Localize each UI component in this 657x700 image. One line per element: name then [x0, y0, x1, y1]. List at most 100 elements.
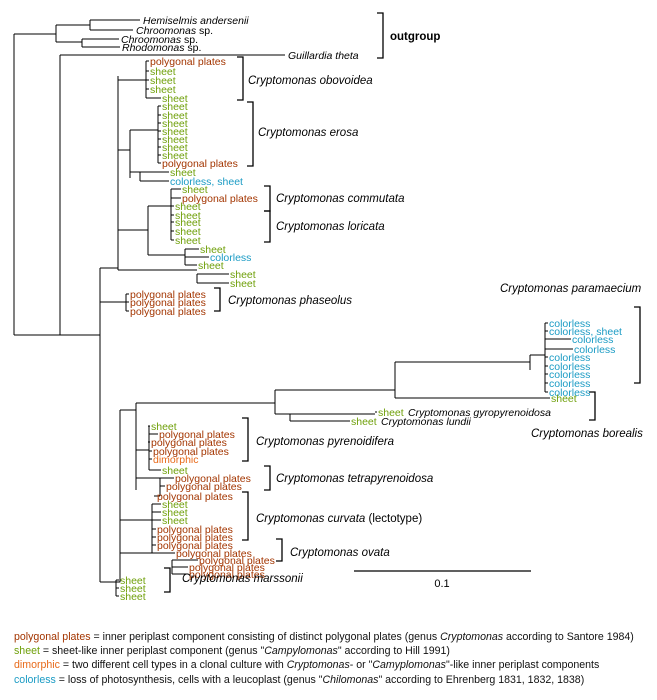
- legend-genus-colorless: Chilomonas: [322, 673, 379, 686]
- tip-label-sheet: sheet: [162, 515, 188, 527]
- tip-label-colorless: colorless: [549, 387, 590, 399]
- tip-label-polygonal: polygonal plates: [157, 540, 233, 552]
- tip-label-colorless: colorless: [549, 378, 590, 390]
- tip-label-sheet: sheet: [182, 184, 208, 196]
- tip-label-sheet: sheet: [150, 66, 176, 78]
- legend-row-dimorphic: dimorphic = two different cell types in …: [14, 658, 654, 672]
- legend-source-sheet: " according to Hill 1991): [337, 645, 450, 658]
- outgroup-label: outgroup: [390, 31, 440, 43]
- tip-label-polygonal: polygonal plates: [157, 532, 233, 544]
- outgroup-taxon: Chroomonas sp.: [136, 25, 213, 37]
- tip-label-sheet: sheet: [162, 101, 188, 113]
- legend-genus-sheet: Campylomonas: [264, 645, 338, 658]
- tip-label-sheet: sheet: [150, 84, 176, 96]
- tip-label-colorless: colorless: [574, 344, 615, 356]
- tip-label-sheet: sheet: [378, 407, 404, 419]
- legend-text-dimorphic: = two different cell types in a clonal c…: [59, 659, 287, 672]
- legend-row-colorless: colorless = loss of photosynthesis, cell…: [14, 673, 654, 687]
- tip-label-polygonal: polygonal plates: [176, 548, 252, 560]
- tip-label-sheet: sheet: [175, 235, 201, 247]
- bracket-clade: [164, 567, 171, 593]
- legend-genus-dimorphic: Cryptomonas: [286, 659, 350, 672]
- tip-label-sheet: sheet: [120, 575, 146, 587]
- clade-label: Cryptomonas loricata: [276, 221, 385, 233]
- clade-label: Cryptomonas phaseolus: [228, 295, 352, 307]
- tip-label-sheet: sheet: [175, 217, 201, 229]
- bracket-clade: [247, 101, 254, 167]
- tip-label-polygonal: polygonal plates: [150, 56, 226, 68]
- tip-label-colorless: colorless, sheet: [549, 326, 622, 338]
- tip-species-name: Cryptomonas gyropyrenoidosa: [408, 407, 551, 419]
- tip-label-sheet: sheet: [175, 201, 201, 213]
- clade-label: Cryptomonas commutata: [276, 193, 404, 205]
- tip-label-polygonal: polygonal plates: [151, 437, 227, 449]
- tip-label-sheet: sheet: [162, 142, 188, 154]
- bracket-clade: [264, 185, 271, 212]
- bracket-clade: [589, 391, 596, 421]
- tree-branches: [13, 19, 573, 597]
- legend-row-polygonal: polygonal plates = inner periplast compo…: [14, 630, 654, 644]
- tip-label-sheet: sheet: [162, 126, 188, 138]
- tip-label-sheet: sheet: [151, 421, 177, 433]
- tip-label-sheet: sheet: [162, 507, 188, 519]
- clade-label: Cryptomonas tetrapyrenoidosa: [276, 473, 433, 485]
- tip-label-sheet: sheet: [120, 583, 146, 595]
- tip-label-polygonal: polygonal plates: [153, 446, 229, 458]
- bracket-clade: [242, 491, 249, 541]
- legend: polygonal plates = inner periplast compo…: [14, 630, 654, 687]
- clade-label: Cryptomonas obovoidea: [248, 75, 373, 87]
- clade-label: Cryptomonas erosa: [258, 127, 358, 139]
- bracket-clade: [264, 210, 271, 243]
- clade-label: Cryptomonas curvata (lectotype): [256, 513, 422, 525]
- legend-genus2-dimorphic: Camyplomonas: [372, 659, 446, 672]
- tip-label-sheet: sheet: [170, 167, 196, 179]
- tip-label-polygonal: polygonal plates: [162, 158, 238, 170]
- tip-label-sheet: sheet: [351, 416, 377, 428]
- scale-bar: 0.1: [354, 570, 531, 590]
- clade-label: Cryptomonas marssonii: [182, 573, 303, 585]
- tip-label-colorless: colorless: [549, 361, 590, 373]
- tip-label-polygonal: polygonal plates: [175, 473, 251, 485]
- tip-label-sheet: sheet: [230, 278, 256, 290]
- legend-genus-polygonal: Cryptomonas: [440, 631, 504, 643]
- tip-label-polygonal: polygonal plates: [130, 297, 206, 309]
- outgroup-taxon: Chroomonas sp.: [121, 34, 198, 46]
- tip-label-sheet: sheet: [200, 244, 226, 256]
- tip-label-polygonal: polygonal plates: [130, 306, 206, 318]
- tip-label-colorless: colorless: [210, 252, 251, 264]
- legend-text-polygonal: = inner periplast component consisting o…: [90, 631, 441, 643]
- tip-label-sheet: sheet: [120, 591, 146, 603]
- tip-label-sheet: sheet: [162, 150, 188, 162]
- outgroup-taxon: Rhodomonas sp.: [122, 42, 201, 54]
- bracket-clade: [276, 538, 283, 562]
- legend-text-sheet: = sheet-like inner periplast component (…: [39, 645, 265, 658]
- bracket-clade: [237, 56, 244, 101]
- legend-text-colorless: = loss of photosynthesis, cells with a l…: [55, 673, 323, 686]
- tip-label-polygonal: polygonal plates: [166, 481, 242, 493]
- legend-mid-dimorphic: - or ": [349, 659, 373, 672]
- tip-label-polygonal: polygonal plates: [199, 555, 275, 567]
- outgroup-taxon: Hemiselmis andersenii: [143, 15, 249, 27]
- legend-term-polygonal: polygonal plates: [14, 631, 91, 643]
- outgroup-taxon: Guillardia theta: [288, 50, 359, 62]
- tip-label-sheet: sheet: [162, 118, 188, 130]
- legend-row-sheet: sheet = sheet-like inner periplast compo…: [14, 644, 654, 658]
- tip-label-sheet: sheet: [175, 210, 201, 222]
- bracket-clade: [264, 465, 271, 491]
- legend-source-polygonal: according to Santore 1984): [503, 631, 634, 643]
- tip-label-sheet: sheet: [162, 110, 188, 122]
- clade-label: Cryptomonas pyrenoidifera: [256, 436, 394, 448]
- tip-label-sheet: sheet: [150, 75, 176, 87]
- legend-term-colorless: colorless: [14, 673, 56, 686]
- tip-label-sheet: sheet: [175, 226, 201, 238]
- legend-term-dimorphic: dimorphic: [14, 659, 60, 672]
- tip-label-colorless: colorless: [549, 352, 590, 364]
- tip-label-polygonal: polygonal plates: [189, 562, 265, 574]
- bracket-clade: [214, 287, 221, 312]
- bracket-clade: [242, 417, 249, 462]
- clade-label: Cryptomonas ovata: [290, 547, 390, 559]
- legend-source-colorless: " according to Ehrenberg 1831, 1832, 183…: [378, 673, 585, 686]
- tip-label-sheet: sheet: [162, 465, 188, 477]
